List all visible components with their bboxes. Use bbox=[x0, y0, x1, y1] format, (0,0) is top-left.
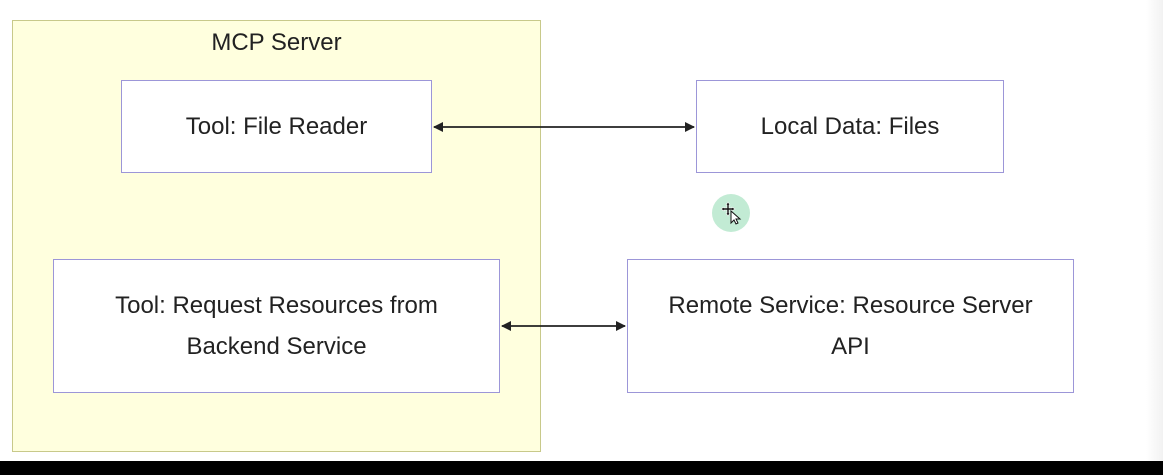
node-label: Tool: File Reader bbox=[185, 113, 368, 140]
node-request-resources[interactable]: Tool: Request Resources from Backend Ser… bbox=[53, 259, 500, 393]
move-cursor-icon bbox=[720, 201, 742, 225]
node-file-reader[interactable]: Tool: File Reader bbox=[121, 80, 432, 173]
node-label: Local Data: Files bbox=[760, 113, 940, 140]
right-edge-shade bbox=[1146, 0, 1163, 461]
node-remote-service[interactable]: Remote Service: Resource Server API bbox=[627, 259, 1074, 393]
group-title: MCP Server bbox=[211, 29, 342, 56]
node-label: Remote Service: Resource Server API bbox=[668, 292, 1033, 360]
node-label: Tool: Request Resources from Backend Ser… bbox=[115, 292, 438, 360]
bottom-bar bbox=[0, 461, 1163, 475]
cursor-highlight bbox=[712, 194, 750, 232]
node-local-data-files[interactable]: Local Data: Files bbox=[696, 80, 1004, 173]
